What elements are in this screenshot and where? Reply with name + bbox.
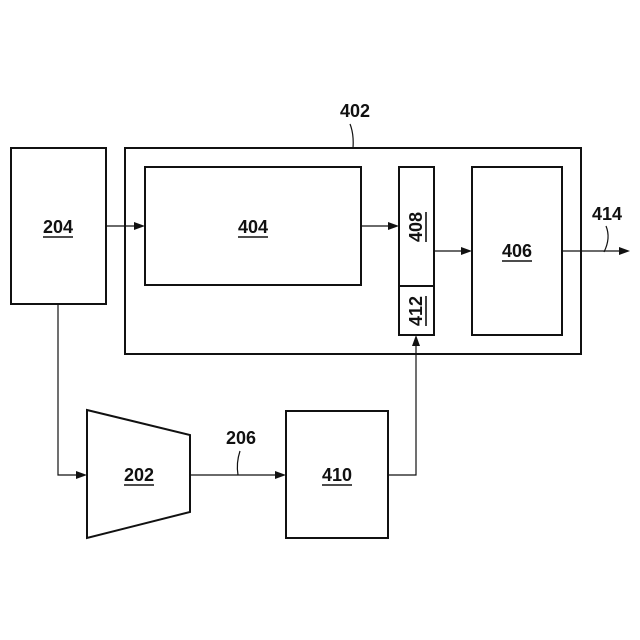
arrowhead-406 [461, 247, 472, 255]
link-206-ref: 206 [226, 428, 256, 448]
arrow-204-to-202 [58, 304, 78, 475]
block-402-ref: 402 [340, 101, 370, 121]
link-206-leader [237, 451, 240, 475]
block-412-label: 412 [406, 296, 426, 326]
block-406-label: 406 [502, 241, 532, 261]
block-404-label: 404 [238, 217, 268, 237]
arrowhead-414 [619, 247, 630, 255]
block-202-label: 202 [124, 465, 154, 485]
arrowhead-408 [388, 222, 399, 230]
block-408-label: 408 [406, 212, 426, 242]
arrowhead-404 [134, 222, 145, 230]
block-402-leader [350, 124, 353, 148]
block-204-label: 204 [43, 217, 73, 237]
arrowhead-202 [76, 471, 87, 479]
arrowhead-412 [412, 335, 420, 346]
block-410-label: 410 [322, 465, 352, 485]
output-414-ref: 414 [592, 204, 622, 224]
output-414-leader [604, 226, 608, 252]
arrowhead-410 [275, 471, 286, 479]
arrow-410-to-412 [388, 345, 416, 475]
